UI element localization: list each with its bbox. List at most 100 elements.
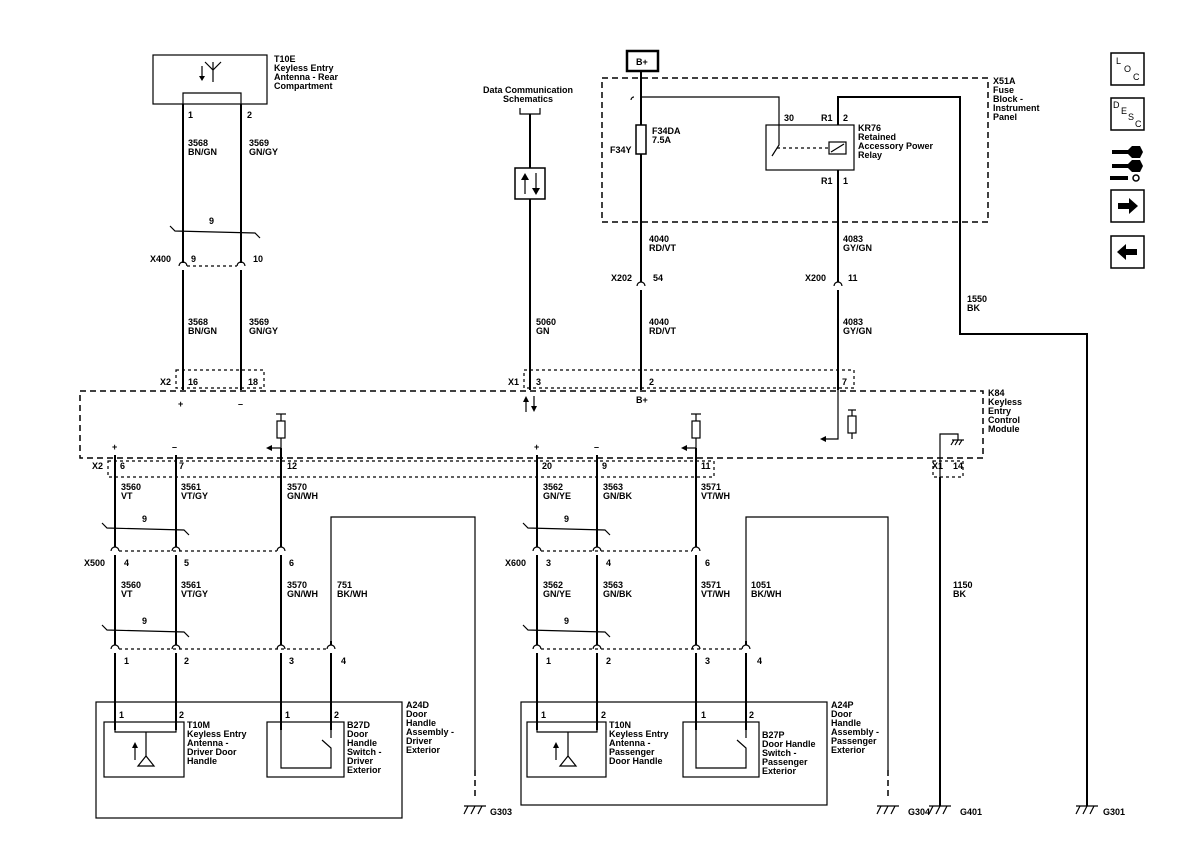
- b27d-door-handle-switch: 1 2 B27D Door Handle Switch - Driver Ext…: [266, 710, 382, 778]
- a24d-door-handle-assembly: A24D Door Handle Assembly - Driver Exter…: [95, 700, 454, 819]
- t10m-label-2: Keyless Entry: [187, 729, 247, 739]
- x600-name: X600: [505, 558, 526, 568]
- twist-label: 9: [564, 616, 569, 626]
- wire-1051-circuit: 1051: [751, 580, 771, 590]
- loc-letter-o: O: [1124, 64, 1131, 74]
- wire-3568-color-mid: BN/GN: [188, 326, 217, 336]
- desc-letter-s: S: [1128, 112, 1134, 122]
- b27p-pin-2: 2: [749, 710, 754, 720]
- b27p-label-3: Switch -: [762, 748, 797, 758]
- polarity-plus-left: +: [112, 442, 117, 452]
- b27p-label-2: Door Handle: [762, 739, 816, 749]
- a24p-label-3: Handle: [831, 718, 861, 728]
- t10e-label-1: T10E: [274, 54, 296, 64]
- a24d-conn-pin-1: 1: [124, 656, 129, 666]
- previous-page-button[interactable]: [1110, 235, 1145, 269]
- f34da-label-2: 7.5A: [652, 135, 672, 145]
- x51a-label-1: X51A: [993, 76, 1016, 86]
- x500-pin-5: 5: [184, 558, 189, 568]
- kr76-label-2: Retained: [858, 132, 896, 142]
- t10e-label-4: Compartment: [274, 81, 333, 91]
- a24d-label-6: Exterior: [406, 745, 441, 755]
- polarity-minus-left: –: [172, 442, 177, 452]
- wire-4083-color-mid: GY/GN: [843, 326, 872, 336]
- x202-pin: 54: [653, 273, 663, 283]
- pullup-resistor-icon: [847, 409, 857, 439]
- wire-4083-color-top: GY/GN: [843, 243, 872, 253]
- a24p-label-2: Door: [831, 709, 852, 719]
- b27d-label-1: B27D: [347, 720, 371, 730]
- t10m-pin-1: 1: [119, 710, 124, 720]
- antenna-icon: [132, 732, 156, 767]
- kr76-pin-r1-top: R1: [821, 113, 833, 123]
- b27d-pin-1: 1: [285, 710, 290, 720]
- x51a-label-3: Block -: [993, 94, 1023, 104]
- k84-label-1: K84: [988, 388, 1005, 398]
- a24d-label-5: Driver: [406, 736, 433, 746]
- x51a-label-2: Fuse: [993, 85, 1014, 95]
- wire-1150-color: BK: [953, 589, 966, 599]
- a24p-label-1: A24P: [831, 700, 854, 710]
- next-page-button[interactable]: [1110, 189, 1145, 223]
- data-communication-ref[interactable]: Data Communication Schematics: [483, 85, 573, 115]
- t10m-pin-2: 2: [179, 710, 184, 720]
- k84-label-4: Control: [988, 415, 1020, 425]
- polarity-plus-top: +: [178, 399, 183, 409]
- wire-4040-color-mid: RD/VT: [649, 326, 677, 336]
- wire-3561-circuit-bottom: 3561: [181, 580, 201, 590]
- b27d-label-4: Switch -: [347, 747, 382, 757]
- wire-3562-color-top: GN/YE: [543, 491, 571, 501]
- wire-3571-color-bottom: VT/WH: [701, 589, 730, 599]
- wire-3570-color-bottom: GN/WH: [287, 589, 318, 599]
- x1-bottom-pin-14: 14: [953, 461, 963, 471]
- t10m-label-1: T10M: [187, 720, 210, 730]
- x400-pin-9: 9: [191, 254, 196, 264]
- twist-label: 9: [142, 616, 147, 626]
- twist-label: 9: [564, 514, 569, 524]
- k84-label-2: Keyless: [988, 397, 1022, 407]
- twist-label: 9: [142, 514, 147, 524]
- desc-letter-e: E: [1121, 106, 1127, 116]
- x51a-label-4: Instrument: [993, 103, 1040, 113]
- twisted-pair-marker: 9: [169, 216, 261, 239]
- t10e-label-2: Keyless Entry: [274, 63, 334, 73]
- t10n-label-1: T10N: [609, 720, 631, 730]
- wire-3561-circuit-top: 3561: [181, 482, 201, 492]
- f34da-label-1: F34DA: [652, 126, 681, 136]
- wire-3571-color-top: VT/WH: [701, 491, 730, 501]
- connector-a24p-harness: 1 2 3 4: [532, 641, 762, 666]
- wire-1150-circuit: 1150: [953, 580, 973, 590]
- location-button[interactable]: L O C: [1110, 52, 1145, 86]
- wire-4040-circuit-top: 4040: [649, 234, 669, 244]
- wire-3563-circuit-bottom: 3563: [603, 580, 623, 590]
- x200-pin: 11: [848, 273, 858, 283]
- description-button[interactable]: D E S C: [1110, 97, 1145, 131]
- data-arrows-icon: [523, 396, 537, 412]
- wire-3568-circuit-mid: 3568: [188, 317, 208, 327]
- b27d-label-5: Driver: [347, 756, 374, 766]
- chassis-ground-icon: [950, 439, 964, 446]
- bidirectional-data-icon: [514, 167, 546, 200]
- desc-letter-c: C: [1135, 119, 1142, 129]
- wire-3568-color-top: BN/GN: [188, 147, 217, 157]
- ground-g401: G401: [928, 805, 982, 817]
- wire-4083-circuit-top: 4083: [843, 234, 863, 244]
- x600-pin-4: 4: [606, 558, 611, 568]
- x2-bottom-pin-11: 11: [701, 461, 711, 471]
- pullup-resistor-icon: [681, 413, 701, 451]
- a24p-door-handle-assembly: A24P Door Handle Assembly - Passenger Ex…: [520, 700, 879, 806]
- wire-3569-color-top: GN/GY: [249, 147, 278, 157]
- connector-x202: X202 54: [611, 273, 663, 287]
- x600-pin-6: 6: [705, 558, 710, 568]
- connector-view-button[interactable]: [1110, 146, 1143, 182]
- a24p-conn-pin-3: 3: [705, 656, 710, 666]
- antenna-icon: [199, 61, 222, 82]
- k84-label-3: Entry: [988, 406, 1011, 416]
- x500-pin-6: 6: [289, 558, 294, 568]
- k84-bplus-label: B+: [636, 395, 648, 405]
- a24p-conn-pin-4: 4: [757, 656, 762, 666]
- twist-label: 9: [209, 216, 214, 226]
- x400-name: X400: [150, 254, 171, 264]
- wire-3569-circuit-top: 3569: [249, 138, 269, 148]
- kr76-pin-2: 2: [843, 113, 848, 123]
